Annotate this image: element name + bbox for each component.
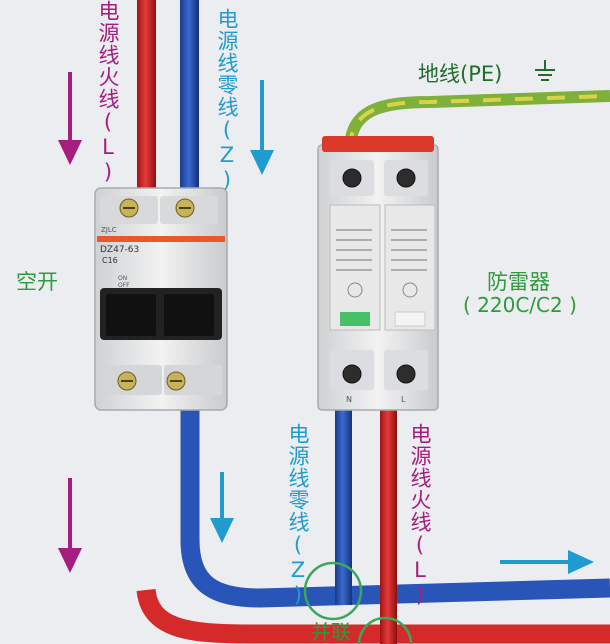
bottom-live-label: 电源线火线(L) — [408, 423, 432, 608]
spd-neutral-wire — [335, 405, 352, 605]
left-neutral-label: 电源线零线(Z) — [215, 8, 239, 193]
cyan-arrow-left — [210, 472, 234, 543]
breaker-brand: ZJLC — [101, 226, 117, 234]
neutral-wire-top — [180, 0, 199, 200]
breaker-rating: C16 — [102, 256, 118, 265]
cyan-arrow-right — [500, 550, 594, 574]
ground-symbol-icon — [535, 60, 555, 81]
cyan-arrow-top — [250, 80, 274, 175]
bottom-neutral-label: 电源线零线(Z) — [286, 423, 310, 608]
left-live-label: 电源线火线(L) — [96, 0, 120, 185]
breaker-off-label: OFF — [118, 282, 130, 289]
parallel-circle-live — [357, 616, 413, 644]
magenta-arrow-bottom — [58, 478, 82, 573]
surge-protector — [317, 136, 439, 411]
live-wire-run — [136, 588, 610, 644]
breaker-model: DZ47-63 — [100, 245, 139, 255]
spd-model-label: ( 220C/C2 ) — [463, 293, 577, 317]
ground-label: 地线(PE) — [418, 62, 503, 86]
parallel-label: 并联 — [311, 620, 351, 644]
parallel-circle-neutral — [303, 561, 363, 621]
spd-terminal-l: L — [401, 395, 406, 404]
spd-terminal-n: N — [346, 395, 352, 404]
breaker-on-label: ON — [118, 275, 127, 282]
magenta-arrow-top — [58, 72, 82, 165]
breaker-label: 空开 — [16, 270, 58, 294]
spd-live-wire — [380, 405, 397, 644]
neutral-wire-run — [180, 405, 610, 608]
live-wire-top — [137, 0, 156, 200]
circuit-breaker — [94, 187, 228, 411]
spd-label: 防雷器 — [487, 270, 550, 294]
